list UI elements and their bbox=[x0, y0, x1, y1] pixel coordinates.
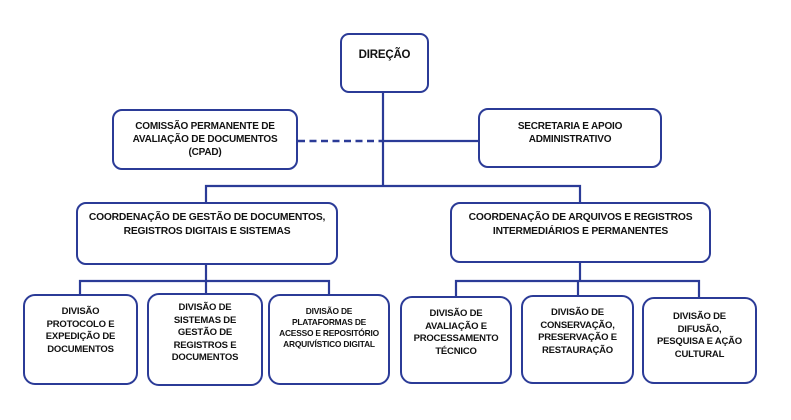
node-label-line: SECRETARIA E APOIO bbox=[517, 121, 623, 132]
node-label-line: DIVISÃO DE bbox=[551, 307, 604, 318]
node-divisao-avaliacao: DIVISÃO DE AVALIAÇÃO E PROCESSAMENTO TÉC… bbox=[400, 296, 512, 384]
node-label-line: COORDENAÇÃO DE GESTÃO DE DOCUMENTOS, bbox=[88, 212, 326, 223]
node-label-line: DIVISÃO DE bbox=[673, 311, 726, 322]
edge-direcao-coordinations bbox=[204, 184, 582, 202]
node-divisao-sistemas: DIVISÃO DE SISTEMAS DE GESTÃO DE REGISTR… bbox=[147, 293, 263, 386]
node-label-line: PROCESSAMENTO bbox=[413, 333, 499, 345]
node-direcao: DIREÇÃO bbox=[340, 33, 429, 93]
node-label-line: ACESSO E REPOSITÓRIO bbox=[279, 328, 379, 339]
node-label-line: DIREÇÃO bbox=[358, 49, 411, 61]
node-label-line: AVALIAÇÃO E bbox=[425, 320, 487, 332]
node-label-line: PESQUISA E AÇÃO bbox=[657, 336, 742, 348]
node-label-line: EXPEDIÇÃO DE bbox=[45, 331, 116, 343]
node-label-line: DIVISÃO bbox=[61, 306, 100, 317]
node-label-line: CULTURAL bbox=[674, 348, 725, 360]
node-cpad: COMISSÃO PERMANENTE DE AVALIAÇÃO DE DOCU… bbox=[112, 109, 298, 170]
node-label-line: INTERMEDIÁRIOS E PERMANENTES bbox=[492, 225, 669, 237]
node-label-line: SISTEMAS DE bbox=[173, 314, 237, 326]
node-label-line: AVALIAÇÃO DE DOCUMENTOS bbox=[132, 133, 278, 145]
node-label-line: ARQUIVÍSTICO DIGITAL bbox=[283, 339, 375, 350]
node-divisao-conservacao: DIVISÃO DE CONSERVAÇÃO, PRESERVAÇÃO E RE… bbox=[521, 295, 634, 384]
node-divisao-protocolo: DIVISÃO PROTOCOLO E EXPEDIÇÃO DE DOCUMEN… bbox=[23, 294, 138, 385]
node-label-line: (CPAD) bbox=[188, 147, 222, 159]
node-label-line: DOCUMENTOS bbox=[47, 343, 114, 355]
node-label-line: DIVISÃO DE bbox=[305, 306, 353, 316]
node-label-line: PLATAFORMAS DE bbox=[291, 317, 367, 328]
node-divisao-difusao: DIVISÃO DE DIFUSÃO, PESQUISA E AÇÃO CULT… bbox=[642, 297, 757, 384]
node-label-line: GESTÃO DE bbox=[177, 327, 233, 339]
node-divisao-plataformas: DIVISÃO DE PLATAFORMAS DE ACESSO E REPOS… bbox=[268, 294, 390, 385]
node-coordenacao-arquivos-registros: COORDENAÇÃO DE ARQUIVOS E REGISTROS INTE… bbox=[450, 202, 711, 263]
node-label-line: PROTOCOLO E bbox=[46, 318, 115, 330]
node-label-line: DIVISÃO DE bbox=[429, 308, 483, 319]
node-label-line: ADMINISTRATIVO bbox=[528, 134, 612, 146]
node-secretaria: SECRETARIA E APOIO ADMINISTRATIVO bbox=[478, 108, 662, 168]
node-label-line: COMISSÃO PERMANENTE DE bbox=[135, 120, 275, 132]
node-label-line: TÉCNICO bbox=[435, 345, 477, 357]
node-label-line: RESTAURAÇÃO bbox=[542, 344, 613, 356]
node-label-line: REGISTROS E bbox=[173, 339, 237, 351]
node-label-line: REGISTROS DIGITAIS E SISTEMAS bbox=[123, 225, 291, 237]
node-label-line: DIFUSÃO, bbox=[677, 323, 722, 335]
node-label-line: DIVISÃO DE bbox=[178, 302, 232, 313]
node-label-line: PRESERVAÇÃO E bbox=[538, 332, 617, 344]
node-label-line: DOCUMENTOS bbox=[171, 352, 239, 364]
node-label-line: COORDENAÇÃO DE ARQUIVOS E REGISTROS bbox=[468, 212, 693, 223]
node-coordenacao-gestao-documentos: COORDENAÇÃO DE GESTÃO DE DOCUMENTOS, REG… bbox=[76, 202, 338, 265]
node-label-line: CONSERVAÇÃO, bbox=[540, 319, 615, 331]
